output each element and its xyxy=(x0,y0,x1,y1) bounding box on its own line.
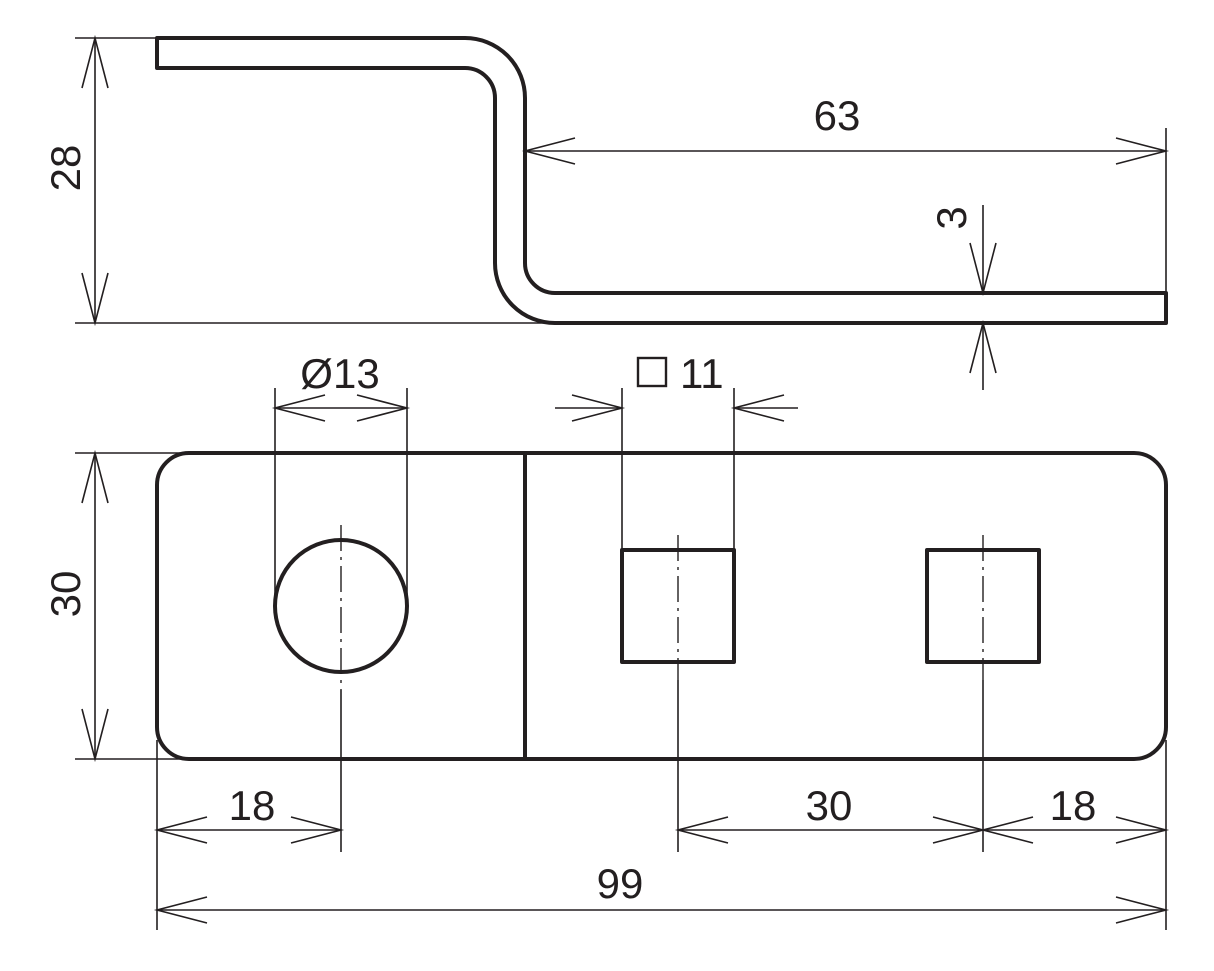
arrow-28-bottom xyxy=(81,272,109,327)
arrow-28-top xyxy=(81,34,109,89)
arrow-30v-top xyxy=(81,449,109,504)
square-symbol-icon xyxy=(636,356,668,388)
arrow-63-right xyxy=(1115,137,1170,165)
arrow-13-right xyxy=(356,394,411,422)
dim-label-63: 63 xyxy=(814,92,861,139)
arrow-18r-left xyxy=(979,816,1034,844)
top-view: Ø13 11 30 18 30 xyxy=(42,350,1170,930)
arrow-18l-left xyxy=(153,816,208,844)
bent-strip-profile xyxy=(155,36,1168,325)
arrow-30v-bottom xyxy=(81,708,109,763)
arrow-11-left xyxy=(571,394,626,422)
dim-label-3: 3 xyxy=(928,206,975,229)
arrow-18l-right xyxy=(290,816,345,844)
square-hole-2 xyxy=(925,548,1041,664)
arrow-99-left xyxy=(153,896,208,924)
dim-label-18-left: 18 xyxy=(229,782,276,829)
arrow-3-down xyxy=(969,242,997,297)
dim-label-plate-width-30: 30 xyxy=(42,571,89,618)
arrow-63-left xyxy=(521,137,576,165)
side-view: 28 63 3 xyxy=(42,34,1170,390)
arrow-99-right xyxy=(1115,896,1170,924)
arrow-18r-right xyxy=(1115,816,1170,844)
arrow-30p-left xyxy=(674,816,729,844)
square-hole-1 xyxy=(620,548,736,664)
arrow-11-right xyxy=(730,394,785,422)
dim-label-18-right: 18 xyxy=(1050,782,1097,829)
dim-label-diameter-13: Ø13 xyxy=(300,350,379,397)
arrow-13-left xyxy=(271,394,326,422)
plate-outline xyxy=(155,451,1168,761)
dim-label-overall-99: 99 xyxy=(597,860,644,907)
arrow-3-up xyxy=(969,319,997,374)
dim-label-square-11: 11 xyxy=(680,350,724,397)
dim-label-pitch-30: 30 xyxy=(806,782,853,829)
dim-label-28: 28 xyxy=(42,145,89,192)
